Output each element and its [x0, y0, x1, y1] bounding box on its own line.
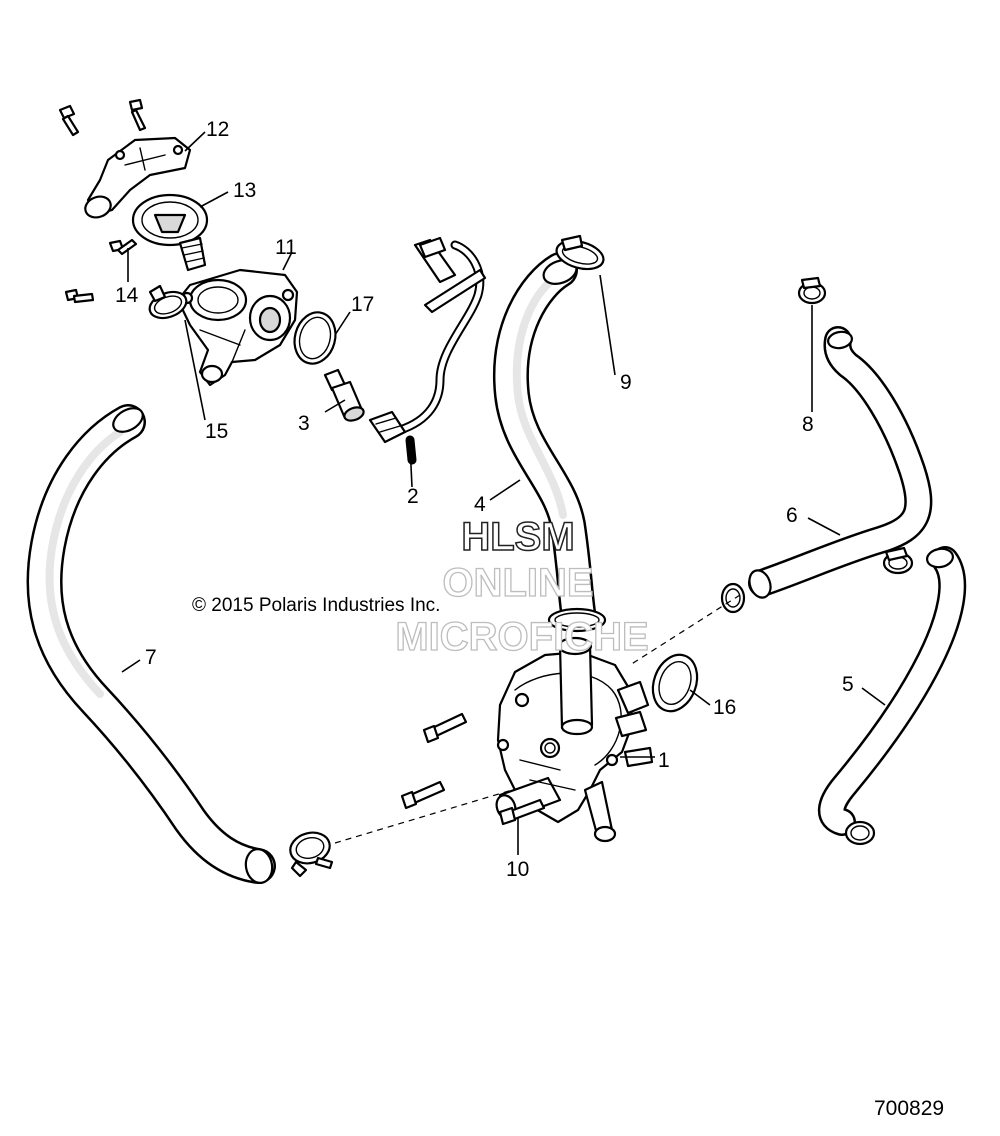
- clamp-5: [844, 820, 876, 846]
- callout-12: 12: [206, 118, 229, 141]
- callouts: 1 2 3 4 5 6 7 8 9 10 11 12 13 14 15 16 1…: [115, 118, 854, 881]
- callout-9: 9: [620, 371, 632, 394]
- water-pump-housing-1: [495, 636, 654, 843]
- assembly-lines: [334, 594, 741, 844]
- gasket-16: [651, 653, 699, 713]
- bolts-14: [58, 98, 147, 304]
- figure-number: 700829: [874, 1097, 944, 1120]
- o-ring-17: [293, 311, 337, 365]
- thermostat-housing-11: [176, 268, 299, 387]
- hose-7: [26, 404, 276, 884]
- callout-1: 1: [658, 749, 670, 772]
- clamp-6b: [720, 582, 746, 614]
- callout-10: 10: [506, 858, 529, 881]
- clamp-9: [555, 234, 605, 271]
- callout-4: 4: [474, 493, 486, 516]
- harness-2: [368, 236, 487, 465]
- callout-16: 16: [713, 696, 736, 719]
- clamp-7: [289, 831, 334, 878]
- callout-2: 2: [407, 485, 419, 508]
- callout-11: 11: [275, 236, 297, 259]
- watermark: HLSM ONLINE MICROFICHE: [395, 514, 650, 659]
- clamp-15: [148, 284, 188, 320]
- copyright-text: © 2015 Polaris Industries Inc.: [192, 595, 440, 616]
- thermostat-13: [131, 193, 209, 272]
- clamp-8: [797, 276, 827, 305]
- watermark-line-2: ONLINE: [442, 561, 593, 605]
- hose-6: [748, 326, 933, 599]
- callout-14: 14: [115, 284, 139, 307]
- callout-3: 3: [298, 412, 310, 435]
- water-outlet-12: [84, 136, 192, 219]
- callout-6: 6: [786, 504, 798, 527]
- callout-13: 13: [233, 179, 256, 202]
- callout-8: 8: [802, 413, 814, 436]
- bolts-10: [400, 712, 546, 826]
- callout-17: 17: [351, 293, 374, 316]
- leader-lines: [121, 131, 886, 855]
- callout-7: 7: [145, 646, 157, 669]
- callout-5: 5: [842, 673, 854, 696]
- watermark-line-3: MICROFICHE: [395, 615, 648, 659]
- watermark-line-1: HLSM: [461, 515, 574, 559]
- clamp-6: [882, 546, 914, 575]
- clamp-4: [547, 607, 607, 633]
- temp-sensor-3: [323, 368, 365, 422]
- hose-5: [817, 546, 967, 836]
- callout-15: 15: [205, 420, 228, 443]
